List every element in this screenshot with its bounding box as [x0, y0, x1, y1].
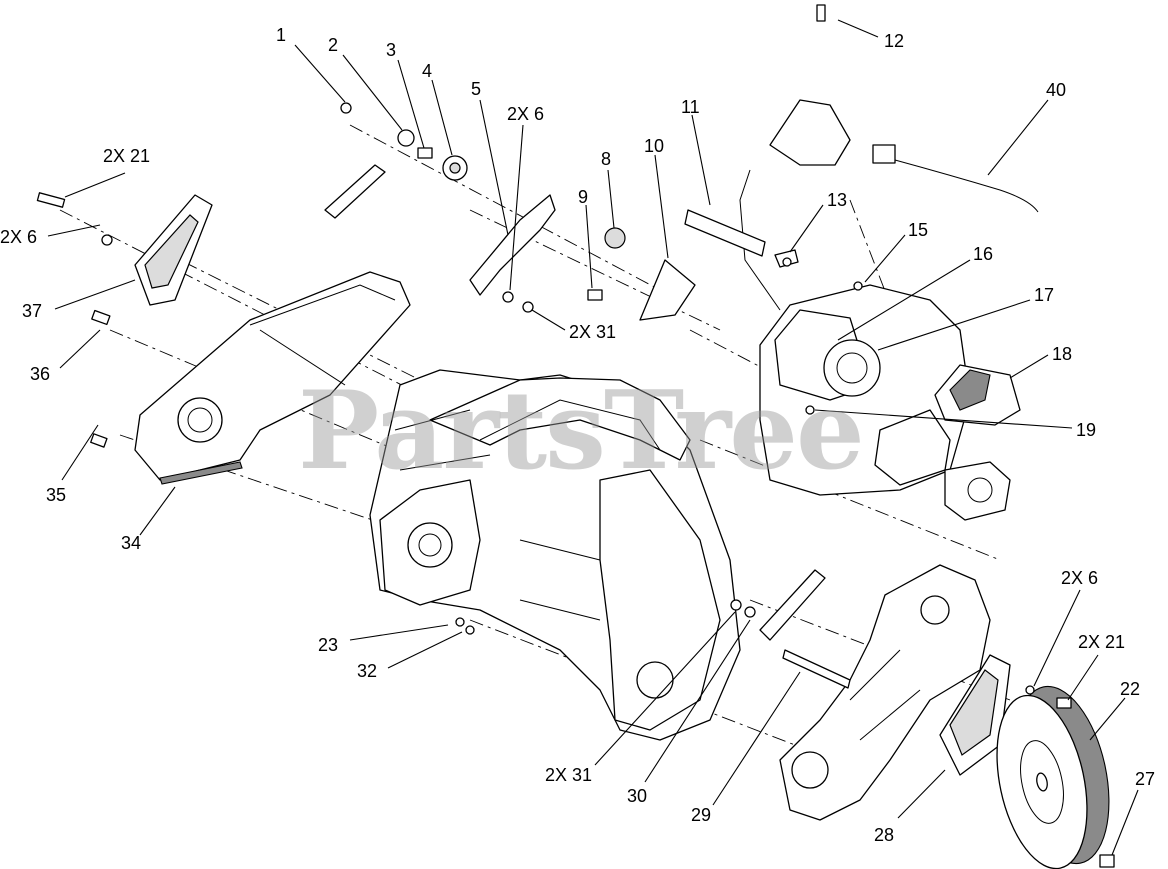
auger-housing [369, 369, 741, 741]
callout-2x31-top: 2X 31 [569, 322, 617, 342]
bolts-left [36, 192, 113, 448]
part-28-cover-plate [939, 654, 1011, 776]
callout-8: 8 [601, 149, 612, 169]
part-22-wheel [996, 685, 1110, 869]
callout-5: 5 [471, 79, 482, 99]
part-27-hub-cap [1099, 854, 1115, 868]
callout-2x6-top: 2X 6 [507, 104, 545, 124]
callout-29: 29 [691, 805, 712, 825]
callout-18: 18 [1052, 344, 1073, 364]
callout-17: 17 [1034, 285, 1055, 305]
callout-3: 3 [386, 40, 397, 60]
callout-2x31-bottom: 2X 31 [545, 765, 593, 785]
callout-37: 37 [22, 301, 43, 321]
callout-11: 11 [681, 97, 700, 117]
callout-13: 13 [827, 190, 848, 210]
callout-12: 12 [884, 31, 905, 51]
callout-36: 36 [30, 364, 51, 384]
gear-bracket-parts [469, 194, 696, 321]
callout-27: 27 [1135, 769, 1156, 789]
callout-16: 16 [973, 244, 994, 264]
callout-9: 9 [578, 187, 589, 207]
callout-15: 15 [908, 220, 929, 240]
callout-2x21-right: 2X 21 [1078, 632, 1126, 652]
callout-19: 19 [1076, 420, 1097, 440]
callout-35: 35 [46, 485, 67, 505]
leader-lines [47, 19, 1139, 856]
motor-assembly [759, 284, 1021, 521]
handle-switch-bracket [739, 4, 851, 311]
callout-30: 30 [627, 786, 648, 806]
part-37-guard-plate [134, 194, 213, 306]
callout-2x6-right: 2X 6 [1061, 568, 1099, 588]
callout-22: 22 [1120, 679, 1141, 699]
callout-28: 28 [874, 825, 895, 845]
callout-2: 2 [328, 35, 339, 55]
part-11-tube [684, 209, 766, 257]
part-40-power-cord [872, 144, 1039, 213]
callout-2x6-left: 2X 6 [0, 227, 38, 247]
callout-32: 32 [357, 661, 378, 681]
callout-2x21-left: 2X 21 [103, 146, 151, 166]
callout-10: 10 [644, 136, 665, 156]
callout-40: 40 [1046, 80, 1067, 100]
part-right-side-panel [779, 564, 991, 821]
part-34-left-side-panel [134, 271, 411, 485]
washers [455, 257, 1072, 709]
top-hardware [324, 102, 468, 219]
callout-23: 23 [318, 635, 339, 655]
callout-34: 34 [121, 533, 142, 553]
part-29-axle [759, 569, 851, 689]
callout-1: 1 [276, 25, 287, 45]
callout-4: 4 [422, 61, 433, 81]
